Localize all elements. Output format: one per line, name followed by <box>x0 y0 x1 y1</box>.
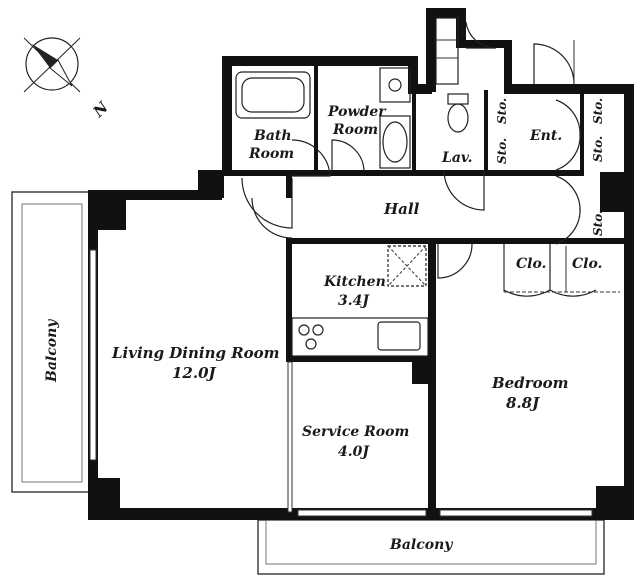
kitchen-size: 3.4J <box>338 293 370 309</box>
door-swings <box>241 99 597 297</box>
entrance-steps <box>435 17 575 85</box>
closet-label-1: Clo. <box>516 256 546 272</box>
hall-label: Hall <box>383 200 420 218</box>
powder-room-label-2: Room <box>332 122 378 138</box>
storage-label-3: Sto. <box>591 98 605 124</box>
compass-icon <box>23 37 81 93</box>
service-room-size: 4.0J <box>338 444 370 460</box>
bathtub-icon <box>235 71 311 119</box>
powder-room-label-1: Powder <box>327 104 387 120</box>
balcony-south-label: Balcony <box>389 537 453 553</box>
entrance-label: Ent. <box>529 128 562 144</box>
storage-label-4: Sto. <box>591 136 605 162</box>
toilet-icon <box>447 93 469 133</box>
windows <box>89 249 593 517</box>
closet-label-2: Clo. <box>572 256 602 272</box>
storage-label-2: Sto. <box>495 138 509 164</box>
closets <box>503 246 620 293</box>
kitchen-sink-icon <box>377 321 421 351</box>
stove-icon <box>298 324 324 350</box>
balcony-south <box>257 519 605 575</box>
bath-room-label-1: Bath <box>253 128 292 144</box>
kitchen-name: Kitchen <box>323 274 386 290</box>
shower-icon <box>379 67 411 103</box>
storage-label-1: Sto. <box>495 98 509 124</box>
compass-north-label: N <box>89 97 113 121</box>
bath-room-label-2: Room <box>248 146 294 162</box>
kitchen-counter <box>291 245 429 357</box>
bedroom-size: 8.8J <box>506 394 540 412</box>
bedroom-name: Bedroom <box>491 374 569 392</box>
sink-icon <box>379 115 411 169</box>
service-room-name: Service Room <box>302 424 409 440</box>
living-dining-name: Living Dining Room <box>111 344 280 362</box>
balcony-west-label: Balcony <box>44 319 60 383</box>
lav-label: Lav. <box>441 150 473 166</box>
storage-label-5: Sto. <box>591 210 605 236</box>
balcony-west <box>11 191 91 493</box>
living-dining-size: 12.0J <box>172 364 217 382</box>
